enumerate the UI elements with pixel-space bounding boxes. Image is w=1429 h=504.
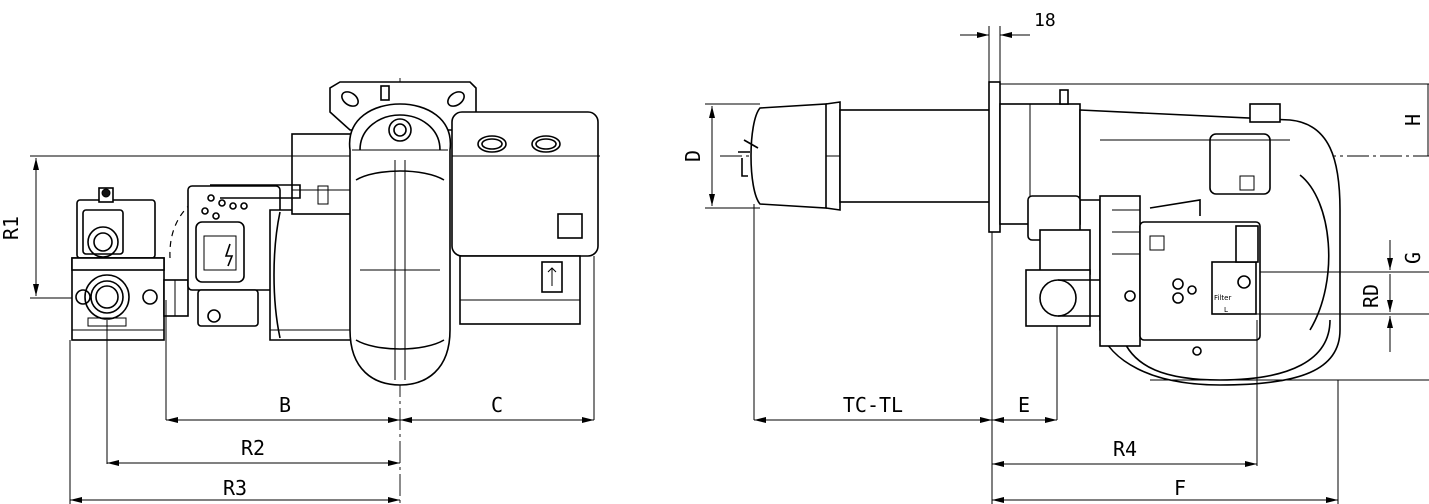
rd-label: RD — [1359, 284, 1383, 308]
connecting-pipe — [163, 279, 189, 317]
filter-label: Filter — [1214, 294, 1231, 302]
eighteen-label: 18 — [1034, 10, 1056, 31]
r4-label: R4 — [1113, 437, 1137, 461]
d-label: D — [681, 150, 705, 162]
r2-label: R2 — [241, 436, 265, 460]
blast-tube — [839, 109, 991, 203]
l-label: L — [1224, 306, 1228, 314]
control-box — [451, 111, 599, 325]
r1-label: R1 — [0, 216, 23, 240]
side-dimensions: 18 D H G RD — [681, 10, 1429, 504]
e-label: E — [1018, 393, 1030, 417]
linkage-rod — [210, 184, 301, 199]
c-label: C — [491, 393, 503, 417]
h-label: H — [1401, 114, 1425, 126]
mounting-flange-side — [988, 81, 1001, 233]
gas-valve-side: Filter L — [1025, 195, 1261, 356]
f-label: F — [1174, 476, 1186, 500]
front-dimensions: R1 B C R2 R3 — [0, 155, 595, 504]
air-damper-actuator — [187, 185, 281, 327]
fan-housing — [348, 103, 452, 386]
front-view: R1 B C R2 R3 — [0, 78, 600, 504]
tc-tl-label: TC-TL — [843, 393, 903, 417]
r3-label: R3 — [223, 476, 247, 500]
gas-valve-train — [71, 187, 165, 341]
g-label: G — [1401, 252, 1425, 264]
blast-tube-head — [738, 101, 841, 211]
b-label: B — [279, 393, 291, 417]
burner-housing — [269, 133, 361, 341]
side-view: Filter L 18 D H — [681, 10, 1429, 504]
